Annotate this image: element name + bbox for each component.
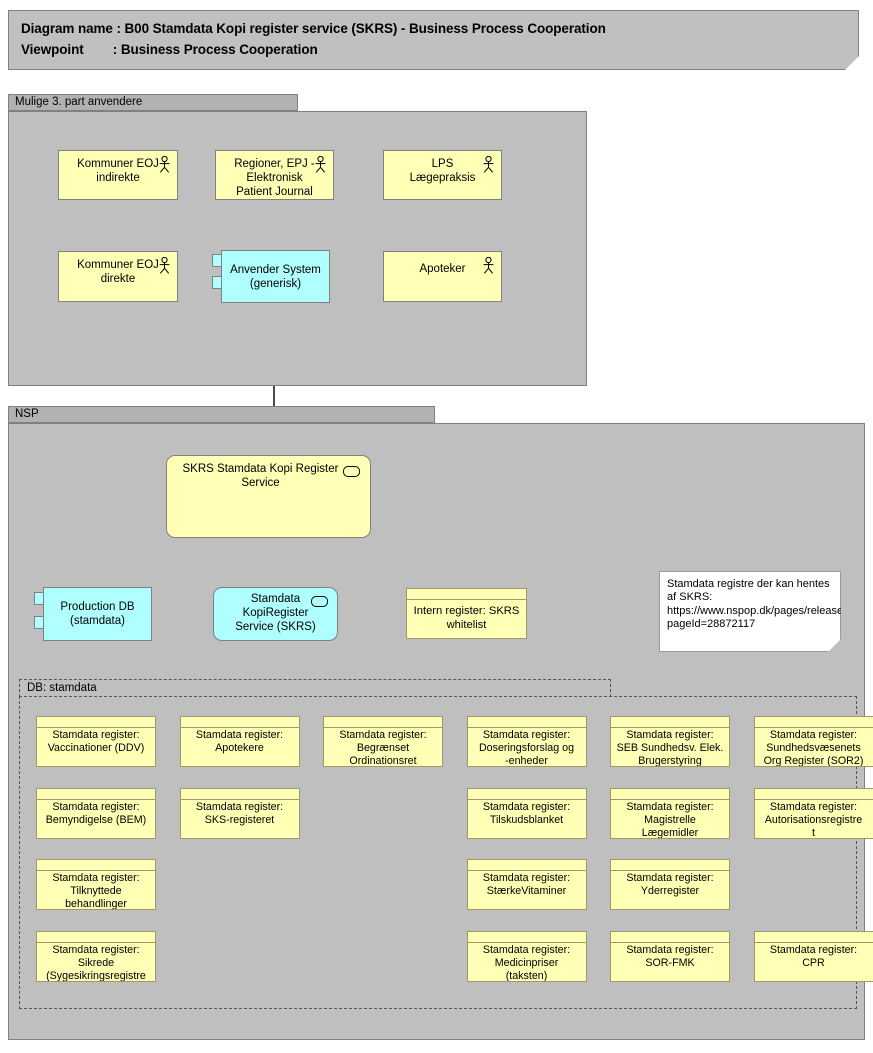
node-label: Apoteker	[419, 263, 466, 275]
register-card-strip	[180, 717, 299, 728]
register-card[interactable]: Stamdata register:Bemyndigelse (BEM)	[36, 787, 156, 839]
actor-icon	[483, 156, 494, 173]
node-anvender-system[interactable]: Anvender System(generisk)	[221, 250, 330, 303]
register-card[interactable]: Stamdata register:Sikrede(Sygesikringsre…	[36, 930, 156, 982]
register-card[interactable]: Stamdata register:Yderregister	[610, 859, 730, 910]
register-card-strip	[467, 789, 586, 800]
service-icon	[311, 596, 328, 607]
actor-icon	[159, 257, 170, 274]
register-card[interactable]: Stamdata register:SOR-FMK	[610, 930, 730, 982]
group-db-stamdata-tab: DB: stamdata	[19, 679, 611, 697]
node-apoteker[interactable]: Apoteker	[383, 251, 502, 302]
register-card-label: Stamdata register:CPR	[769, 943, 858, 969]
register-card[interactable]: Stamdata register:Apotekere	[179, 716, 300, 767]
viewpoint-line: Viewpoint : Business Process Cooperation	[21, 42, 318, 57]
register-card[interactable]: Stamdata register:Vaccinationer (DDV)	[36, 716, 156, 767]
register-card-strip	[37, 932, 155, 943]
diagram-name-line: Diagram name : B00 Stamdata Kopi registe…	[21, 21, 606, 36]
register-card-label: Stamdata register:Medicinpriser(taksten)	[482, 943, 571, 982]
register-card-strip	[37, 789, 155, 800]
register-card-label: Stamdata register:Tilskudsblanket	[482, 800, 571, 826]
register-card[interactable]: Stamdata register:StærkeVitaminer	[466, 859, 587, 910]
actor-icon	[315, 156, 326, 173]
register-card[interactable]: Stamdata register:Medicinpriser(taksten)	[466, 930, 587, 982]
register-card-strip	[180, 789, 299, 800]
register-card-label: Stamdata register:Vaccinationer (DDV)	[47, 729, 145, 755]
group-third-party-tab: Mulige 3. part anvendere	[8, 94, 298, 111]
register-card[interactable]: Stamdata register:Doseringsforslag og-en…	[466, 716, 587, 767]
register-card[interactable]: Stamdata register:SEB Sundhedsv. Elek.Br…	[610, 716, 730, 767]
register-card-strip	[754, 932, 873, 943]
register-card-strip	[37, 717, 155, 728]
data-object-strip	[407, 589, 526, 600]
group-nsp-tab: NSP	[8, 406, 435, 423]
register-card-strip	[467, 860, 586, 871]
register-card-label: Stamdata register:Yderregister	[626, 872, 714, 898]
register-card-strip	[754, 717, 873, 728]
register-card-strip	[611, 860, 729, 871]
register-card-strip	[611, 932, 729, 943]
note-skrs-registers: Stamdata registre der kan hentes af SKRS…	[659, 571, 841, 652]
node-production-db[interactable]: Production DB(stamdata)	[43, 587, 152, 641]
diagram-title-box: Diagram name : B00 Stamdata Kopi registe…	[8, 10, 859, 70]
actor-icon	[483, 257, 494, 274]
node-label: Anvender System(generisk)	[230, 263, 321, 290]
register-card-label: Stamdata register:SKS-registeret	[195, 800, 284, 826]
register-card-label: Stamdata register:Apotekere	[195, 729, 284, 755]
group-db-stamdata-body	[19, 696, 857, 1009]
register-card[interactable]: Stamdata register:Tilskudsblanket	[466, 787, 587, 839]
register-card-label: Stamdata register:Doseringsforslag og-en…	[478, 729, 575, 767]
register-card-label: Stamdata register:Sikrede(Sygesikringsre…	[46, 943, 146, 982]
register-card-strip	[324, 717, 442, 728]
register-card-label: Stamdata register:SOR-FMK	[626, 943, 714, 969]
register-card-label: Stamdata register:SEB Sundhedsv. Elek.Br…	[616, 729, 724, 767]
register-card-label: Stamdata register:StærkeVitaminer	[482, 872, 571, 898]
register-card-label: Stamdata register:Bemyndigelse (BEM)	[45, 800, 147, 826]
note-text: Stamdata registre der kan hentes af SKRS…	[667, 578, 873, 631]
register-card-strip	[467, 932, 586, 943]
node-label: Production DB(stamdata)	[60, 601, 135, 627]
register-card[interactable]: Stamdata register:SKS-registeret	[179, 787, 300, 839]
register-card-strip	[37, 860, 155, 871]
service-icon	[343, 466, 360, 477]
register-card-strip	[754, 789, 873, 800]
register-card[interactable]: Stamdata register:CPR	[753, 930, 873, 982]
actor-icon	[159, 156, 170, 173]
register-card-strip	[611, 789, 729, 800]
group-third-party: Mulige 3. part anvendere	[8, 94, 587, 386]
register-card-strip	[467, 717, 586, 728]
register-card-strip	[611, 717, 729, 728]
